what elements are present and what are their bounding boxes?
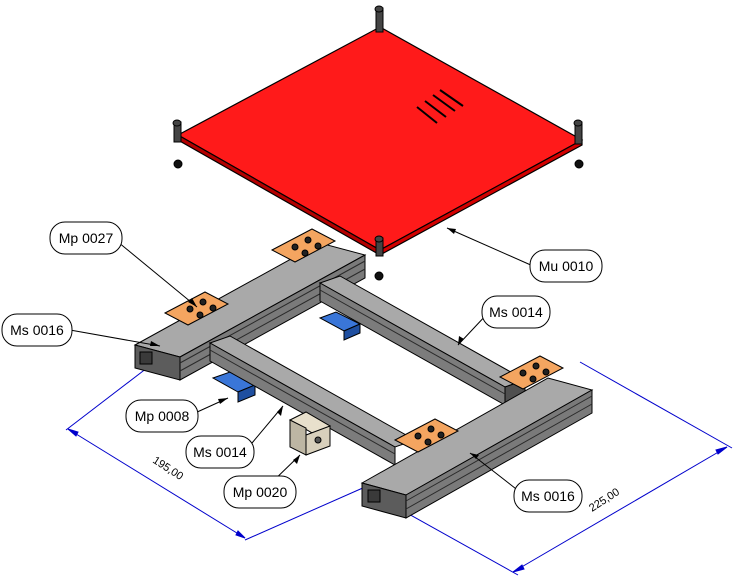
screw [172, 119, 183, 169]
callout-label: Ms 0016 [10, 322, 64, 338]
callout-label: Ms 0016 [521, 488, 575, 504]
callout-mp-0027: Mp 0027 [49, 221, 123, 255]
top-plate [176, 26, 584, 257]
connector-block [288, 411, 332, 456]
callout-ms-0016-left: Ms 0016 [1, 313, 73, 347]
callout-mp-0020: Mp 0020 [223, 475, 297, 509]
dimension-width-label: 195,00 [150, 454, 185, 482]
slot-marks [416, 89, 464, 124]
screw [573, 119, 584, 169]
callout-label: Mp 0027 [59, 230, 114, 246]
callout-label: Ms 0014 [489, 304, 543, 320]
callout-ms-0014-right: Ms 0014 [481, 295, 551, 329]
screw [374, 235, 384, 281]
corner-bracket [270, 228, 337, 263]
callout-ms-0014-left: Ms 0014 [185, 435, 255, 469]
callout-label: Mu 0010 [539, 258, 594, 274]
callout-label: Mp 0008 [135, 408, 190, 424]
callout-mp-0008: Mp 0008 [125, 399, 199, 433]
profile-ms-0014-right [318, 275, 527, 406]
callout-label: Mp 0020 [233, 484, 288, 500]
profile-ms-0016-right [360, 377, 594, 519]
dimension-width [65, 367, 366, 541]
corner-bracket [498, 355, 565, 390]
dimension-depth [379, 361, 733, 576]
callout-label: Ms 0014 [193, 444, 247, 460]
corner-bracket [163, 291, 230, 326]
callout-mu-0010: Mu 0010 [529, 249, 603, 283]
foot-pad [318, 311, 362, 341]
callout-ms-0016-right: Ms 0016 [513, 479, 583, 513]
corner-bracket [393, 418, 460, 453]
screw [374, 5, 384, 33]
dimension-depth-label: 225,00 [587, 486, 622, 514]
leader-arrowheads [150, 228, 479, 464]
